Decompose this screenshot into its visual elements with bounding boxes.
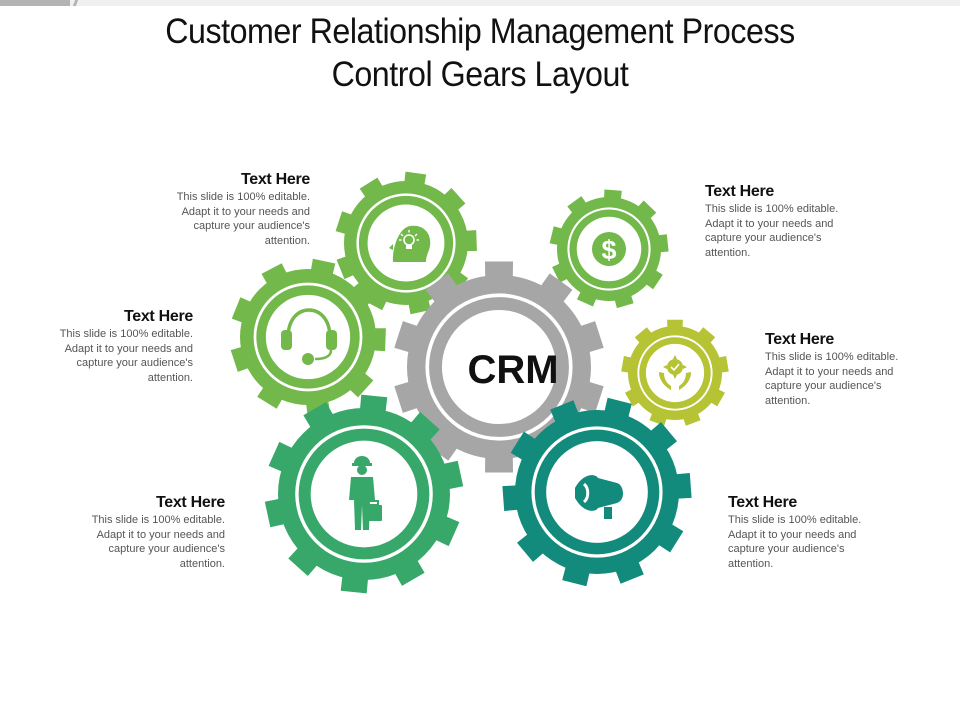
text-block-bottom-right: Text Here This slide is 100% editable. A… (728, 493, 868, 571)
hands-gear-icon (659, 355, 691, 390)
megaphone-icon (575, 475, 624, 519)
text-block-heading: Text Here (240, 171, 310, 188)
svg-text:$: $ (601, 235, 616, 265)
text-block-top-left: Text Here This slide is 100% editable. A… (160, 170, 311, 248)
text-block-body: This slide is 100% editable. Adapt it to… (91, 514, 225, 570)
top-decor-bar (0, 0, 960, 6)
text-block-middle-right: Text Here This slide is 100% editable. A… (765, 330, 905, 408)
slide-title: Customer Relationship Management Process… (38, 10, 921, 96)
dollar-coin-icon: $ (592, 232, 626, 266)
businessman-briefcase-icon (349, 456, 382, 530)
text-block-heading: Text Here (728, 494, 798, 511)
top-decor-accent (0, 0, 70, 6)
text-block-heading: Text Here (155, 494, 225, 511)
text-block-body: This slide is 100% editable. Adapt it to… (728, 514, 862, 570)
text-block-middle-left: Text Here This slide is 100% editable. A… (43, 307, 194, 385)
text-block-body: This slide is 100% editable. Adapt it to… (705, 203, 839, 259)
gear-crm-center (394, 261, 604, 473)
text-block-top-right: Text Here This slide is 100% editable. A… (705, 182, 845, 260)
text-block-body: This slide is 100% editable. Adapt it to… (176, 191, 310, 247)
crm-label: CRM (467, 348, 558, 392)
gear-center-disc (441, 309, 557, 425)
text-block-bottom-left: Text Here This slide is 100% editable. A… (75, 493, 226, 571)
text-block-heading: Text Here (123, 308, 193, 325)
lightbulb-head-icon (389, 225, 431, 262)
headset-icon (281, 308, 337, 365)
slide-title-line-2: Control Gears Layout (331, 55, 629, 94)
text-block-body: This slide is 100% editable. Adapt it to… (765, 351, 899, 407)
text-block-heading: Text Here (765, 331, 835, 348)
text-block-body: This slide is 100% editable. Adapt it to… (59, 328, 193, 384)
gear-support (230, 258, 386, 416)
gear-center-disc (265, 294, 351, 380)
slide-title-line-1: Customer Relationship Management Process (165, 12, 795, 51)
text-block-heading: Text Here (705, 183, 775, 200)
